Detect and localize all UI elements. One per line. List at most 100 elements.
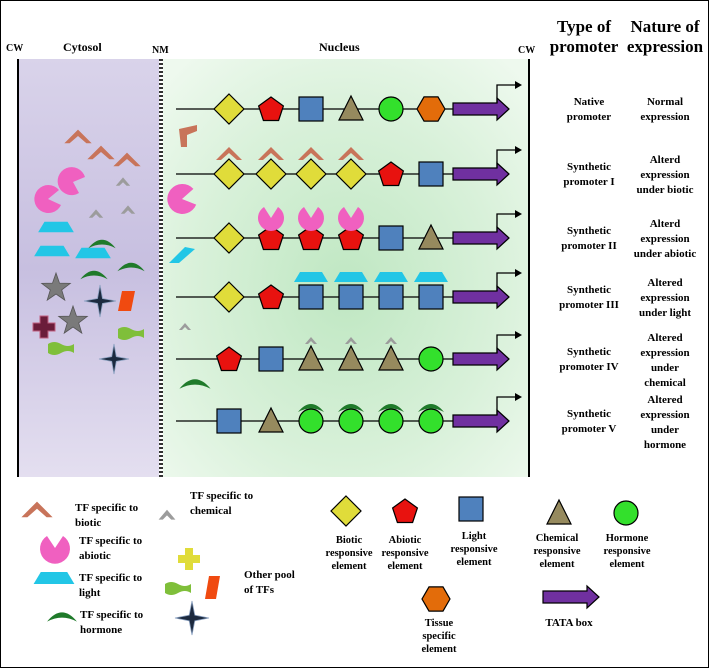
tata-box-icon <box>452 393 522 434</box>
tf-hormone-icon <box>338 404 364 412</box>
cw-right-label: CW <box>518 45 535 56</box>
tf-light-icon <box>33 572 75 584</box>
chemical-element-icon <box>258 406 284 433</box>
tf-other-icon <box>165 582 191 595</box>
light-element-icon <box>418 161 444 187</box>
cytosol-region <box>18 59 159 477</box>
tf-biotic-icon <box>21 501 53 518</box>
tissue-element-icon <box>421 586 451 612</box>
tata-box-icon <box>452 331 522 372</box>
tf-other-icon <box>32 315 56 339</box>
tata-box-icon <box>452 146 522 187</box>
tf-hormone-icon <box>80 270 108 280</box>
light-element-icon <box>298 96 324 122</box>
tf-biotic-icon <box>258 147 284 160</box>
tf-biotic-icon <box>87 145 115 160</box>
tf-light-icon <box>414 272 448 282</box>
light-element-icon <box>378 284 404 310</box>
hormone-element-icon <box>613 500 639 526</box>
tf-light-icon <box>334 272 368 282</box>
abiotic-element-icon <box>377 161 405 187</box>
tf-light-icon <box>34 245 70 257</box>
tf-other-icon <box>98 343 130 375</box>
tf-hormone-icon <box>378 404 404 412</box>
tf-light-icon <box>38 221 74 233</box>
light-element-icon <box>418 284 444 310</box>
tata-box-icon <box>452 210 522 251</box>
cytosol-tf-pool <box>32 129 145 375</box>
light-element-icon <box>378 225 404 251</box>
abiotic-element-icon <box>337 225 365 251</box>
nucleus-free-tfs <box>167 125 211 389</box>
tf-hormone-icon <box>117 262 145 272</box>
tf-biotic-icon <box>179 125 197 147</box>
chemical-element-icon <box>338 94 364 121</box>
tf-other-icon <box>118 327 144 340</box>
biotic-element-icon <box>213 93 245 125</box>
tf-light-icon <box>374 272 408 282</box>
tf-other-icon <box>118 291 135 311</box>
abiotic-element-icon <box>215 346 243 372</box>
chemical-element-icon <box>418 223 444 250</box>
tf-chemical-icon <box>115 177 131 186</box>
tf-abiotic-icon <box>258 207 284 231</box>
tf-hormone-icon <box>47 612 77 622</box>
tf-chemical-icon <box>88 209 104 218</box>
biotic-element-icon <box>255 158 287 190</box>
tf-light-icon <box>169 247 195 263</box>
tf-hormone-icon <box>418 404 444 412</box>
biotic-element-icon <box>335 158 367 190</box>
light-element-icon <box>458 496 484 522</box>
abiotic-element-icon <box>257 96 285 122</box>
tf-chemical-icon <box>158 509 176 520</box>
tf-chemical-icon <box>120 205 136 214</box>
hormone-element-icon <box>418 408 444 434</box>
hormone-element-icon <box>298 408 324 434</box>
nm-label: NM <box>152 45 169 56</box>
biotic-element-icon <box>213 281 245 313</box>
tf-chemical-icon <box>345 337 357 344</box>
abiotic-element-icon <box>257 225 285 251</box>
abiotic-element-icon <box>391 498 419 524</box>
tata-box-icon <box>542 584 600 610</box>
tf-other-icon <box>174 600 210 636</box>
cw-left-label: CW <box>6 43 23 54</box>
tissue-element-icon <box>416 96 446 122</box>
hormone-element-icon <box>378 96 404 122</box>
tf-light-icon <box>75 247 111 259</box>
cytosol-label: Cytosol <box>63 40 102 54</box>
abiotic-element-icon <box>257 284 285 310</box>
tf-other-icon <box>178 548 200 570</box>
tf-abiotic-icon <box>338 207 364 231</box>
tf-abiotic-icon <box>34 185 61 214</box>
light-element-icon <box>258 346 284 372</box>
legend-tata-box: TATA box <box>545 617 593 629</box>
tf-other-icon <box>48 342 74 355</box>
tf-light-icon <box>294 272 328 282</box>
hormone-element-icon <box>418 346 444 372</box>
nucleus-label: Nucleus <box>319 40 360 54</box>
tata-box-icon <box>452 81 522 122</box>
